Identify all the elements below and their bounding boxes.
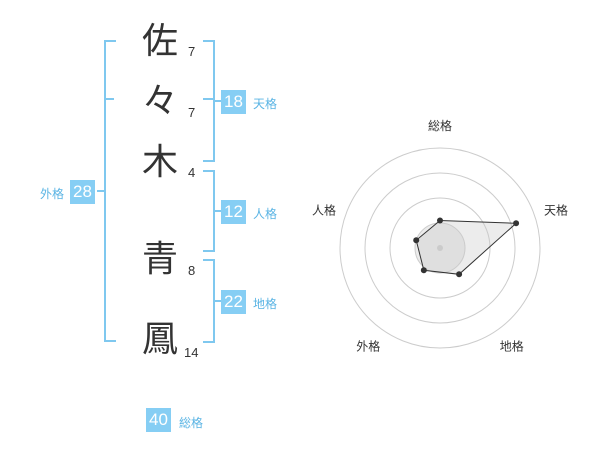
soukaku-badge: 40 [146, 408, 171, 432]
gaikaku-bracket-stem [97, 190, 105, 192]
name-char-2: 々 [141, 81, 178, 122]
radar-ring-3 [364, 172, 516, 324]
radar-point-2 [513, 220, 520, 227]
radar-axis-label-4: 外格 [356, 339, 380, 354]
radar-center-dot [437, 245, 443, 251]
tenkaku-bracket-tick [203, 98, 213, 100]
jinkaku-badge: 12 [221, 200, 246, 224]
name-char-3: 木 [141, 142, 178, 183]
radar-point-1 [437, 217, 443, 224]
gaikaku-badge: 28 [70, 180, 95, 204]
stroke-count-3: 4 [188, 165, 196, 180]
radar-point-5 [413, 237, 420, 244]
stroke-count-5: 14 [184, 345, 199, 360]
radar-ring-4 [339, 147, 541, 349]
gaikaku-bracket [104, 40, 116, 342]
radar-point-3 [456, 271, 463, 278]
radar-axis-label-5: 人格 [312, 202, 336, 217]
radar-axis-label-2: 天格 [544, 202, 568, 217]
radar-ring-2 [389, 197, 491, 299]
jinkaku-bracket-stem [213, 210, 221, 212]
gaikaku-bracket-tick [104, 98, 114, 100]
chikaku-bracket-stem [213, 300, 221, 302]
tenkaku-label: 天格 [253, 97, 278, 111]
stroke-count-2: 7 [188, 105, 196, 120]
gaikaku-label: 外格 [40, 187, 65, 201]
name-char-5: 鳳 [141, 319, 178, 360]
chikaku-label: 地格 [253, 297, 278, 311]
stroke-count-1: 7 [188, 44, 196, 59]
jinkaku-label: 人格 [253, 207, 278, 221]
name-char-1: 佐 [141, 21, 178, 62]
tenkaku-bracket-stem [213, 100, 221, 102]
radar-polygon [415, 219, 518, 275]
radar-point-4 [420, 267, 427, 274]
name-char-4: 青 [141, 239, 178, 280]
radar-axis-label-1: 総格 [428, 118, 452, 133]
soukaku-label: 総格 [179, 416, 204, 430]
radar-axis-label-3: 地格 [500, 339, 524, 354]
stroke-count-4: 8 [188, 263, 196, 278]
chikaku-badge: 22 [221, 290, 246, 314]
tenkaku-badge: 18 [221, 90, 246, 114]
